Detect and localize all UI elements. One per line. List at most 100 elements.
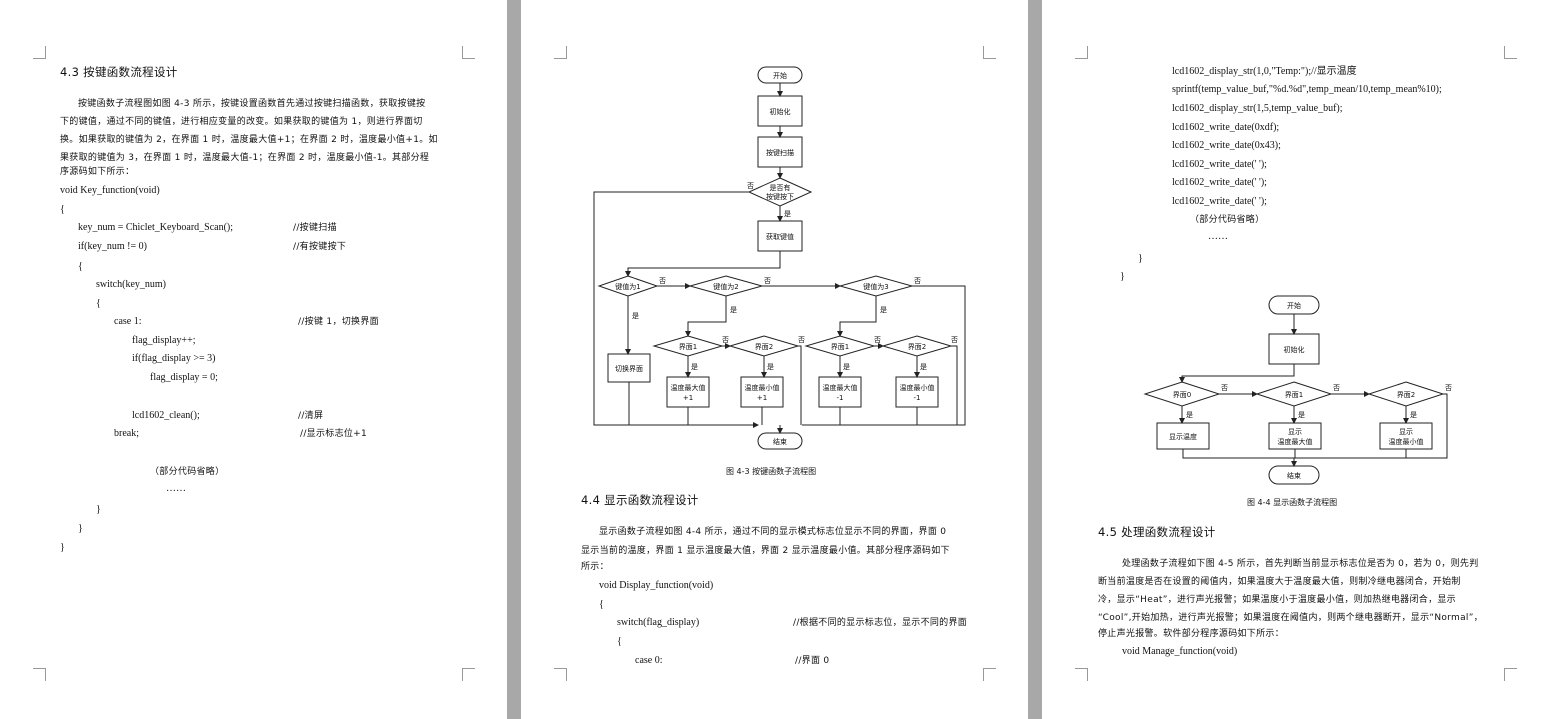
code-line: sprintf(temp_value_buf,"%d.%d",temp_mean… — [1172, 84, 1442, 95]
fc-label: 是否有 — [770, 183, 791, 192]
fc-branch-yes: 是 — [843, 363, 850, 371]
code-comment: //显示标志位+1 — [300, 429, 368, 439]
fc-branch-no: 否 — [659, 277, 666, 285]
paragraph-line: 按键函数子流程图如图 4-3 所示，按键设置函数首先通过按键扫描函数，获取按键按 — [78, 99, 426, 109]
fc-min-plus-box — [740, 376, 784, 408]
fc-label: 界面0 — [1173, 391, 1191, 399]
code-comment: //根据不同的显示标志位，显示不同的界面 — [793, 618, 968, 628]
code-line: key_num = Chiclet_Keyboard_Scan(); — [78, 222, 234, 233]
margin-mark-top-right — [462, 46, 475, 59]
fc-label: 界面1 — [831, 343, 849, 351]
code-comment: //界面 0 — [795, 656, 830, 666]
paragraph-line: 果获取的键值为 3，在界面 1 时，温度最大值-1；在界面 2 时，温度最小值-… — [60, 153, 430, 163]
fc-branch-yes: 是 — [1298, 411, 1305, 419]
fc-label: 按键按下 — [766, 192, 794, 201]
fc-show-temp-box — [1156, 422, 1210, 450]
section-heading: 4.4 显示函数流程设计 — [581, 493, 699, 507]
fc-branch-no: 否 — [798, 336, 805, 344]
fc-branch-yes: 是 — [1410, 411, 1417, 419]
code-omitted-note: （部分代码省略） — [150, 467, 225, 477]
fc-label: 按键扫描 — [766, 148, 794, 157]
code-line: void Manage_function(void) — [1122, 646, 1238, 657]
code-line: switch(flag_display) — [617, 617, 700, 628]
code-line: { — [78, 261, 83, 272]
fc-branch-no: 否 — [1333, 384, 1340, 392]
code-line: } — [1120, 271, 1125, 282]
fc-branch-no: 否 — [764, 277, 771, 285]
fc-branch-no: 否 — [747, 182, 754, 190]
code-line: lcd1602_clean(); — [132, 410, 200, 421]
fc-branch-no: 否 — [1221, 384, 1228, 392]
margin-mark-bottom-left — [1075, 668, 1088, 681]
fc-label: 显示 — [1288, 428, 1302, 436]
fc-label: 显示温度 — [1169, 432, 1197, 441]
margin-mark-top-right — [983, 46, 996, 59]
fc-label: 温度最大值 — [823, 383, 858, 392]
code-line: if(flag_display >= 3) — [132, 353, 216, 364]
code-line: void Key_function(void) — [60, 185, 160, 196]
code-line: if(key_num != 0) — [78, 241, 147, 252]
fc-branch-yes: 是 — [730, 306, 737, 314]
code-comment: //按键扫描 — [293, 223, 337, 233]
code-line: void Display_function(void) — [599, 580, 714, 591]
code-comment: //按键 1，切换界面 — [298, 317, 379, 327]
fc-init-box — [757, 95, 803, 127]
fc-label: 界面2 — [1397, 391, 1415, 399]
fc-label: 初始化 — [770, 107, 791, 116]
fc-branch-yes: 是 — [920, 363, 927, 371]
margin-mark-top-left — [33, 46, 46, 59]
fc-label: 键值为3 — [863, 282, 888, 291]
fc-label: -1 — [837, 394, 844, 402]
fc-min-minus-box — [895, 376, 939, 408]
fc-label: 初始化 — [1284, 345, 1305, 354]
fc-branch-no: 否 — [914, 277, 921, 285]
margin-mark-top-right — [1504, 46, 1517, 59]
paragraph-line: 显示当前的温度，界面 1 显示温度最大值，界面 2 显示温度最小值。其部分程序源… — [581, 546, 950, 556]
fc-label: 温度最小值 — [1389, 437, 1424, 446]
paragraph-line: 换。如果获取的键值为 2，在界面 1 时，温度最大值+1；在界面 2 时，温度最… — [60, 135, 438, 145]
code-omitted-note: （部分代码省略） — [1190, 215, 1265, 225]
fc-branch-yes: 是 — [1186, 411, 1193, 419]
fc-branch-no: 否 — [951, 336, 958, 344]
display-function-flowchart: 开始 初始化 界面0 界面1 界面2 显示温度 显示 温度最大值 显示 温度最小… — [1143, 295, 1452, 485]
code-line: } — [96, 504, 101, 515]
margin-mark-bottom-left — [33, 668, 46, 681]
paragraph-line: 处理函数子流程如下图 4-5 所示，首先判断当前显示标志位是否为 0，若为 0，… — [1122, 559, 1479, 569]
code-line: { — [599, 599, 604, 610]
margin-mark-bottom-right — [983, 668, 996, 681]
code-line: lcd1602_display_str(1,0,"Temp:");//显示温度 — [1172, 66, 1357, 77]
fc-branch-yes: 是 — [632, 312, 639, 320]
code-ellipsis: …… — [1208, 231, 1228, 242]
fc-label: 获取键值 — [766, 232, 794, 241]
fc-show-min-box — [1379, 422, 1433, 450]
fc-branch-no: 否 — [874, 336, 881, 344]
code-line: flag_display++; — [132, 335, 196, 346]
section-heading: 4.5 处理函数流程设计 — [1098, 525, 1216, 539]
fc-branch-no: 否 — [722, 336, 729, 344]
fc-label: 界面1 — [1285, 391, 1303, 399]
section-heading: 4.3 按键函数流程设计 — [60, 65, 178, 79]
paragraph-line: 停止声光报警。软件部分程序源码如下所示： — [1098, 629, 1285, 639]
fc-label: 温度最大值 — [1278, 437, 1313, 446]
code-line: lcd1602_write_date(' '); — [1172, 177, 1267, 188]
fc-label: -1 — [914, 394, 921, 402]
fc-label: 温度最小值 — [745, 383, 780, 392]
code-line: lcd1602_write_date(' '); — [1172, 159, 1267, 170]
figure-caption: 图 4-4 显示函数子流程图 — [1247, 498, 1338, 507]
fc-label: +1 — [757, 394, 767, 402]
fc-label: +1 — [683, 394, 693, 402]
fc-label: 显示 — [1399, 428, 1413, 436]
fc-branch-yes: 是 — [691, 363, 698, 371]
fc-label: 开始 — [773, 71, 787, 80]
fc-branch-yes: 是 — [784, 210, 791, 218]
margin-mark-top-left — [554, 46, 567, 59]
fc-label: 结束 — [773, 437, 787, 446]
code-line: } — [60, 542, 65, 553]
fc-branch-yes: 是 — [880, 306, 887, 314]
code-line: flag_display = 0; — [150, 372, 218, 383]
key-function-flowchart: 开始 初始化 按键扫描 是否有 按键按下 获取键值 键值为1 键值为2 键值为3… — [593, 66, 966, 450]
margin-mark-bottom-left — [554, 668, 567, 681]
fc-max-plus-box — [666, 376, 710, 408]
code-line: lcd1602_write_date(0x43); — [1172, 140, 1281, 151]
fc-max-minus-box — [818, 376, 862, 408]
